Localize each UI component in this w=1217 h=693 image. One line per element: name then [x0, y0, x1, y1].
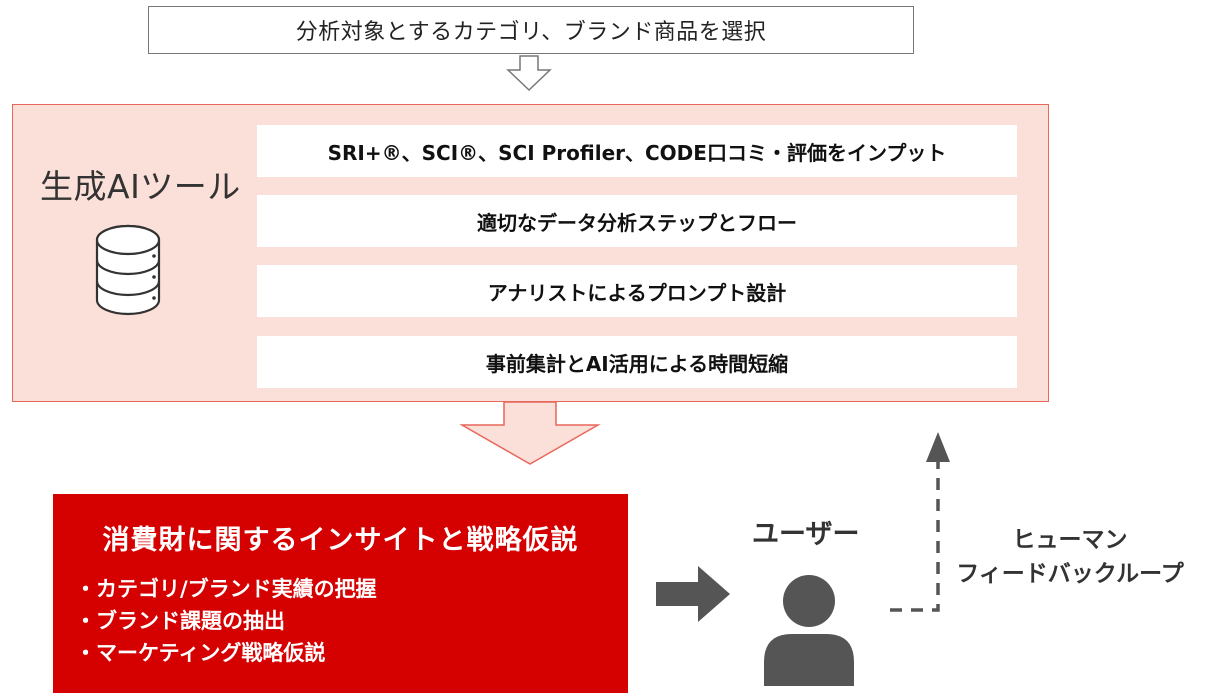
user-label: ユーザー	[752, 519, 860, 550]
step-input: SRI+®、SCI®、SCI Profiler、CODE口コミ・評価をインプット	[257, 125, 1017, 177]
result-bullet-category: ・カテゴリ/ブランド実績の把握	[75, 577, 377, 601]
step-input-label: SRI+®、SCI®、SCI Profiler、CODE口コミ・評価をインプット	[327, 140, 947, 165]
step-prompt-design-label: アナリストによるプロンプト設計	[487, 280, 787, 305]
top-instruction-text: 分析対象とするカテゴリ、ブランド商品を選択	[295, 20, 767, 45]
result-bullet-issue: ・ブランド課題の抽出	[75, 609, 285, 633]
feedback-loop-line1: ヒューマン	[1012, 527, 1128, 553]
feedback-loop-line2: フィードバックループ	[956, 561, 1184, 587]
step-analysis-flow-label: 適切なデータ分析ステップとフロー	[477, 210, 797, 235]
step-prompt-design: アナリストによるプロンプト設計	[257, 265, 1017, 317]
step-time-saving-label: 事前集計とAI活用による時間短縮	[485, 351, 789, 376]
step-analysis-flow: 適切なデータ分析ステップとフロー	[257, 195, 1017, 247]
result-title: 消費財に関するインサイトと戦略仮説	[102, 525, 579, 556]
insight-result-box: 消費財に関するインサイトと戦略仮説 ・カテゴリ/ブランド実績の把握 ・ブランド課…	[53, 494, 628, 693]
ai-tool-title: 生成AIツール	[40, 167, 241, 206]
result-bullet-strategy: ・マーケティング戦略仮説	[75, 641, 326, 665]
step-time-saving: 事前集計とAI活用による時間短縮	[257, 336, 1017, 388]
feedback-loop-label: ヒューマン フィードバックループ	[950, 523, 1190, 591]
top-instruction-box: 分析対象とするカテゴリ、ブランド商品を選択	[148, 6, 914, 54]
